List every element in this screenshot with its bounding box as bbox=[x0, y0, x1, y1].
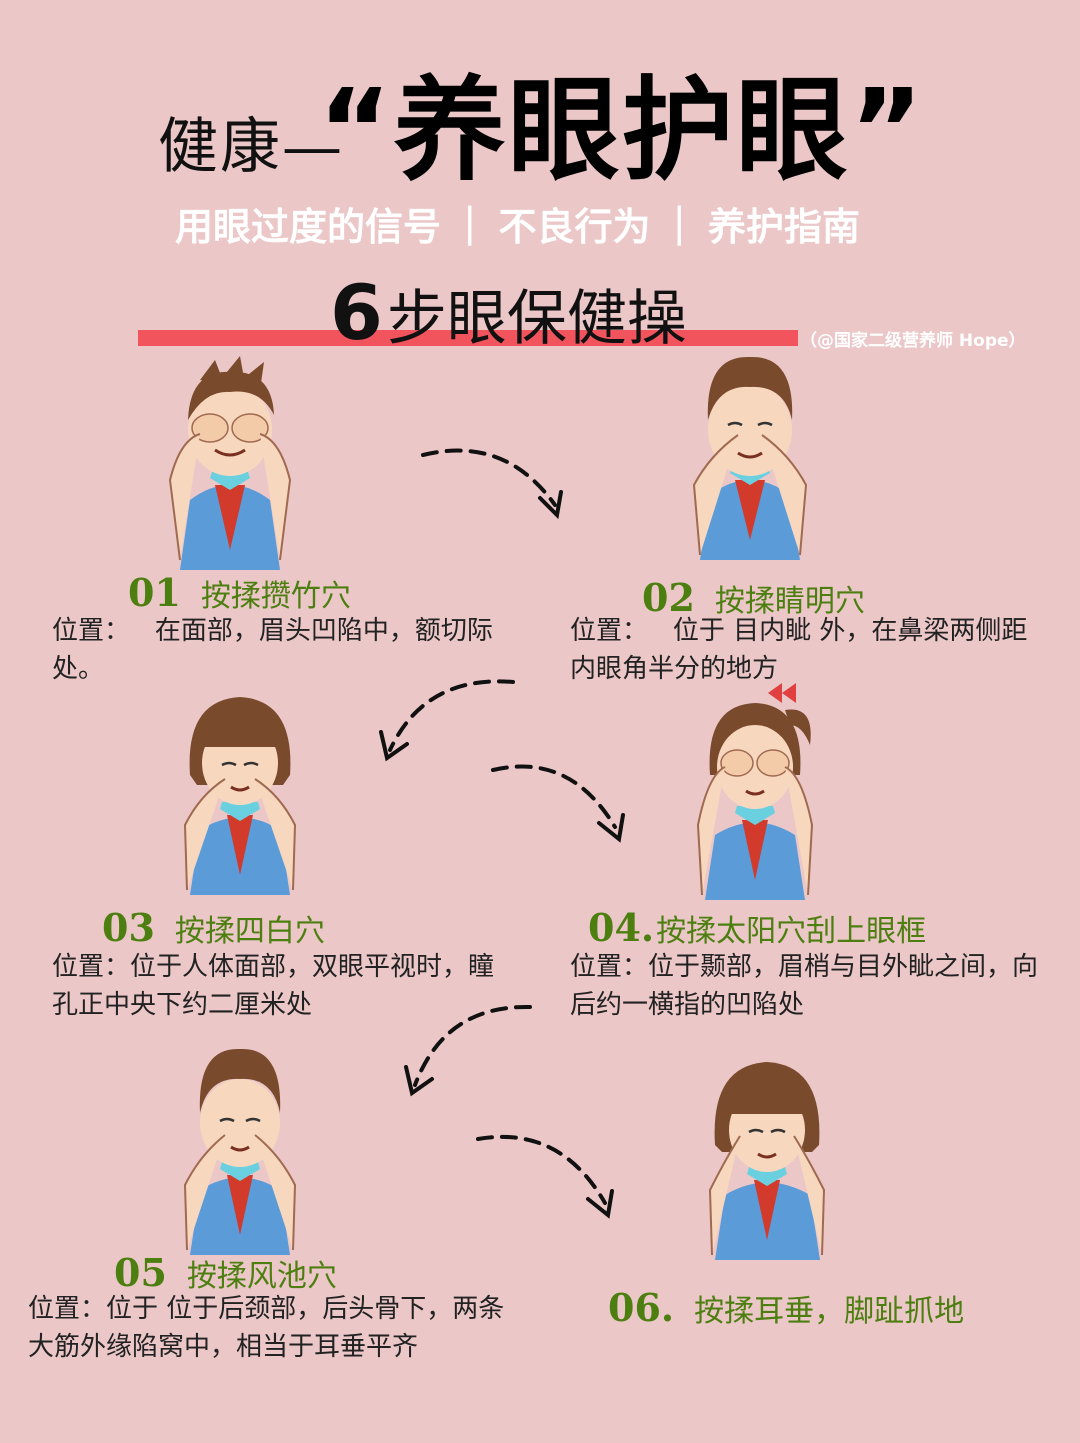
step-name: 按揉攒竹穴 bbox=[200, 579, 351, 614]
location-label: 位置： bbox=[570, 616, 649, 646]
subtitle-separator: | bbox=[463, 200, 477, 246]
section-title-text: 步眼保健操 bbox=[386, 284, 687, 354]
step-number: 03 bbox=[102, 905, 155, 950]
step-description: 位置： 在面部，眉头凹陷中，额切际处。 bbox=[52, 612, 502, 688]
girl-illustration-step4 bbox=[696, 683, 814, 900]
boy-illustration-step2 bbox=[692, 356, 808, 560]
step-number: 06. bbox=[608, 1285, 675, 1330]
location-text: 位于人体面部，双眼平视时，瞳孔正中央下约二厘米处 bbox=[52, 952, 495, 1020]
location-label: 位置： bbox=[52, 616, 131, 646]
step-title: 01 按揉攒竹穴 bbox=[128, 570, 351, 615]
step-name: 按揉耳垂，脚趾抓地 bbox=[694, 1294, 965, 1329]
subtitle-item-signals: 用眼过度的信号 bbox=[175, 204, 442, 249]
step-title: 06. 按揉耳垂，脚趾抓地 bbox=[608, 1285, 964, 1330]
step-title: 03 按揉四白穴 bbox=[102, 905, 325, 950]
step-number: 02 bbox=[642, 575, 695, 620]
step-title: 04.按揉太阳穴刮上眼框 bbox=[588, 905, 926, 950]
step-number: 05 bbox=[114, 1250, 167, 1295]
arrow-step5-to-6 bbox=[476, 1134, 614, 1219]
section-title: 6步眼保健操 bbox=[330, 268, 687, 357]
location-label: 位置： bbox=[28, 1294, 107, 1324]
page-title: “养眼护眼” bbox=[318, 66, 926, 196]
location-text: 在面部，眉头凹陷中，额切际处。 bbox=[52, 616, 493, 684]
arrow-step4-to-5 bbox=[404, 1004, 532, 1097]
subtitle-item-bad-habits: 不良行为 bbox=[498, 204, 651, 249]
title-prefix: 健康— bbox=[158, 112, 344, 182]
boy-illustration-step5 bbox=[183, 1048, 297, 1255]
step-description: 位置：位于颞部，眉梢与目外眦之间，向后约一横指的凹陷处 bbox=[570, 948, 1040, 1024]
arrow-step2-to-3 bbox=[379, 679, 515, 762]
location-label: 位置： bbox=[52, 952, 131, 982]
boy-illustration-step1 bbox=[168, 356, 292, 570]
step-title: 05 按揉风池穴 bbox=[114, 1250, 337, 1295]
location-text: 位于 目内眦 外，在鼻梁两侧距内眼角半分的地方 bbox=[570, 616, 1028, 684]
step-name: 按揉四白穴 bbox=[174, 914, 325, 949]
arrow-step1-to-2 bbox=[421, 448, 563, 520]
girl-illustration-step3 bbox=[183, 697, 297, 895]
arrow-step3-to-4 bbox=[491, 764, 625, 843]
location-text: 位于颞部，眉梢与目外眦之间，向后约一横指的凹陷处 bbox=[570, 952, 1039, 1020]
location-label: 位置： bbox=[570, 952, 649, 982]
step-name: 按揉睛明穴 bbox=[714, 584, 865, 619]
step-description: 位置：位于人体面部，双眼平视时，瞳孔正中央下约二厘米处 bbox=[52, 948, 502, 1024]
watermark: （@国家二级营养师 Hope） bbox=[800, 331, 1026, 351]
section-number: 6 bbox=[330, 268, 383, 357]
step-number: 01 bbox=[128, 570, 181, 615]
step-description: 位置：位于 位于后颈部，后头骨下，两条大筋外缘陷窝中，相当于耳垂平齐 bbox=[28, 1290, 508, 1366]
subtitle: 用眼过度的信号 | 不良行为 | 养护指南 bbox=[175, 198, 905, 249]
subtitle-item-guide: 养护指南 bbox=[708, 204, 861, 249]
step-name: 按揉风池穴 bbox=[186, 1259, 337, 1294]
step-title: 02 按揉睛明穴 bbox=[642, 575, 865, 620]
subtitle-separator: | bbox=[672, 200, 686, 246]
step-number: 04. bbox=[588, 905, 655, 950]
girl-illustration-step6 bbox=[708, 1062, 826, 1260]
location-text: 位于 位于后颈部，后头骨下，两条大筋外缘陷窝中，相当于耳垂平齐 bbox=[28, 1294, 505, 1362]
section-underline bbox=[138, 330, 798, 346]
step-description: 位置： 位于 目内眦 外，在鼻梁两侧距内眼角半分的地方 bbox=[570, 612, 1050, 688]
step-name: 按揉太阳穴刮上眼框 bbox=[656, 914, 927, 949]
